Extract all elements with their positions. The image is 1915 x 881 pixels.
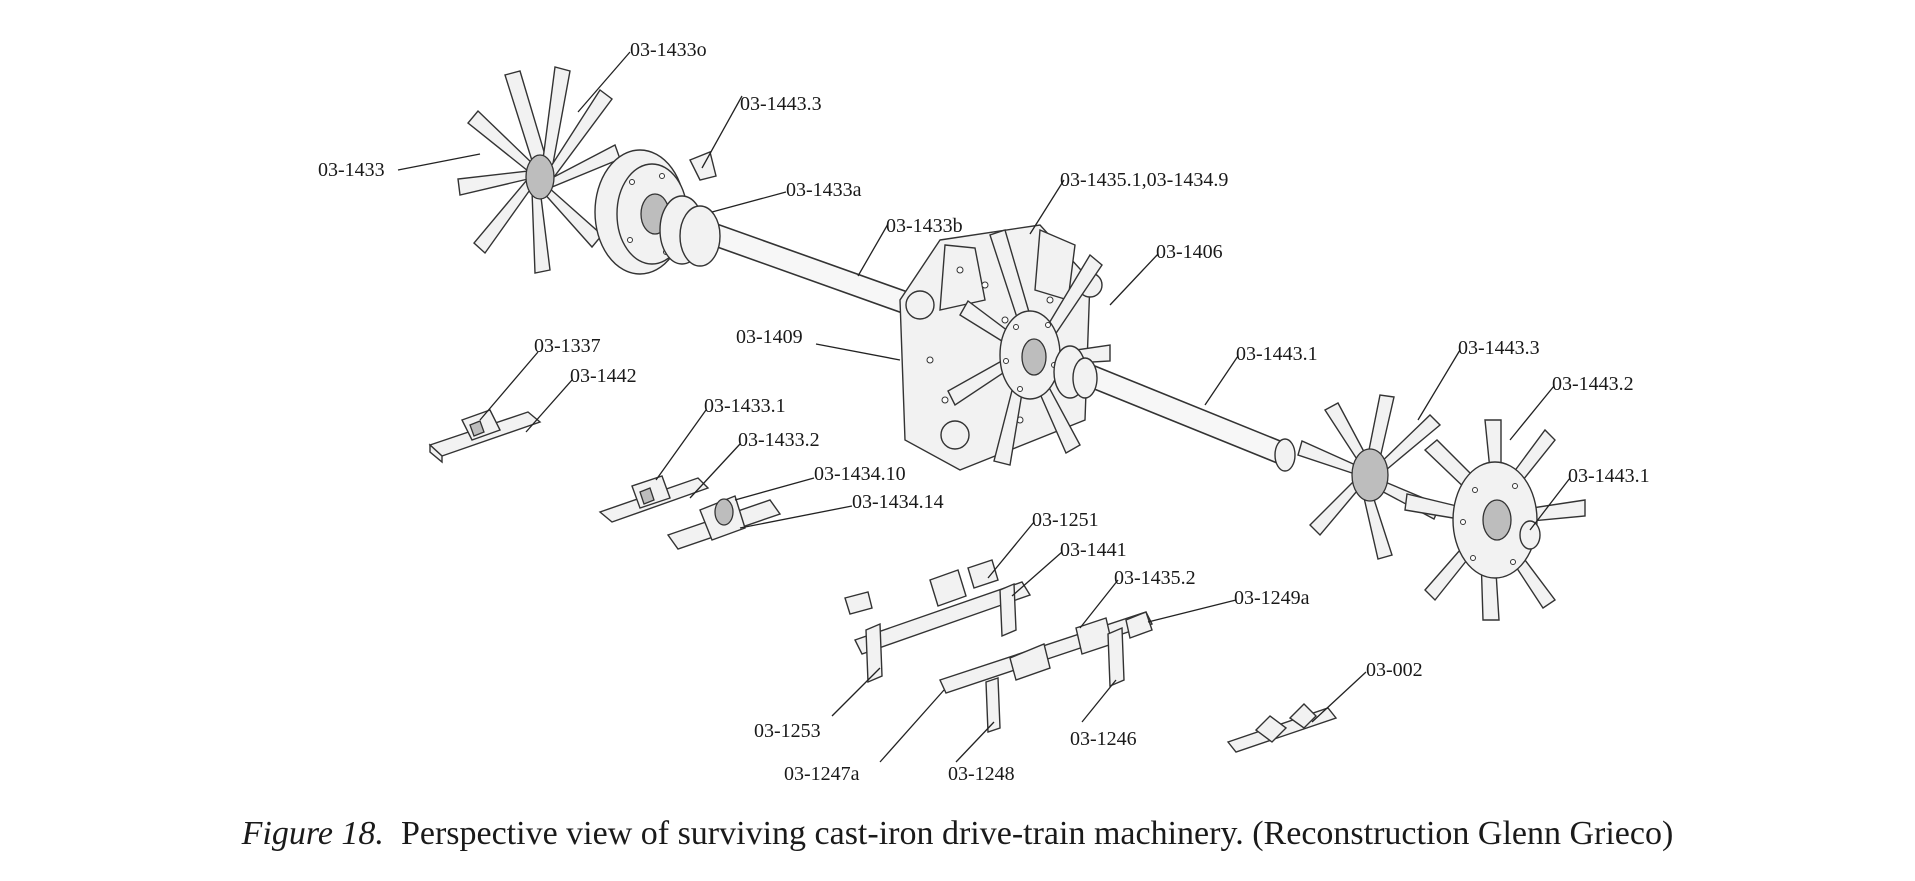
label-03-1443-3-right: 03-1443.3 — [1458, 337, 1540, 359]
label-03-1433b: 03-1433b — [886, 215, 963, 237]
label-03-1406: 03-1406 — [1156, 241, 1223, 263]
label-03-1251: 03-1251 — [1032, 509, 1099, 531]
label-03-1253: 03-1253 — [754, 720, 821, 742]
right-shaft-end — [1519, 520, 1541, 550]
central-coupling — [1053, 345, 1098, 399]
bearing-1337 — [428, 409, 542, 464]
part-labels: 03-1433o 03-1443.3 03-1433 03-1433a 03-1… — [318, 39, 1650, 785]
bearing-1434-10 — [666, 495, 782, 550]
label-03-1435-2: 03-1435.2 — [1114, 567, 1196, 589]
label-03-1443-1-mid: 03-1443.1 — [1236, 343, 1318, 365]
right-flanged-wheel — [1404, 419, 1586, 621]
drive-train-diagram: 03-1433o 03-1443.3 03-1433 03-1433a 03-1… — [318, 39, 1650, 785]
label-03-1409: 03-1409 — [736, 326, 803, 348]
label-03-1249a: 03-1249a — [1234, 587, 1310, 609]
label-03-1433-1: 03-1433.1 — [704, 395, 786, 417]
label-03-1433a: 03-1433a — [786, 179, 862, 201]
leader-lines — [397, 51, 1571, 763]
label-03-1441: 03-1441 — [1060, 539, 1127, 561]
left-spoked-wheel — [457, 66, 621, 274]
label-03-1246: 03-1246 — [1070, 728, 1137, 750]
bearing-1433-1 — [598, 475, 710, 523]
label-03-1433-2: 03-1433.2 — [738, 429, 820, 451]
label-03-1337: 03-1337 — [534, 335, 601, 357]
lower-shaft — [1070, 358, 1296, 472]
central-spoked-wheel — [947, 229, 1111, 466]
beam-1253 — [844, 559, 1032, 684]
label-03-1443-1-right: 03-1443.1 — [1568, 465, 1650, 487]
label-03-1248: 03-1248 — [948, 763, 1015, 785]
label-03-1434-14: 03-1434.14 — [852, 491, 944, 513]
label-03-1433: 03-1433 — [318, 159, 385, 181]
beam-1248 — [939, 611, 1153, 733]
coupling-1433a — [659, 195, 721, 267]
figure-caption: Figure 18. Perspective view of surviving… — [0, 815, 1915, 853]
caption-text: Perspective view of surviving cast-iron … — [400, 815, 1674, 852]
label-03-002: 03-002 — [1366, 659, 1423, 681]
label-03-1433o: 03-1433o — [630, 39, 707, 61]
figure-number: Figure 18. — [241, 815, 384, 852]
label-03-1443-2: 03-1443.2 — [1552, 373, 1634, 395]
label-03-1435-1-03-1434-9: 03-1435.1,03-1434.9 — [1060, 169, 1228, 191]
label-03-1443-3-top: 03-1443.3 — [740, 93, 822, 115]
label-03-1442: 03-1442 — [570, 365, 637, 387]
right-gear-wheel — [1297, 394, 1442, 560]
label-03-1434-10: 03-1434.10 — [814, 463, 906, 485]
central-gear-frame — [899, 224, 1103, 471]
label-03-1247a: 03-1247a — [784, 763, 860, 785]
bearing-002 — [1226, 703, 1338, 753]
